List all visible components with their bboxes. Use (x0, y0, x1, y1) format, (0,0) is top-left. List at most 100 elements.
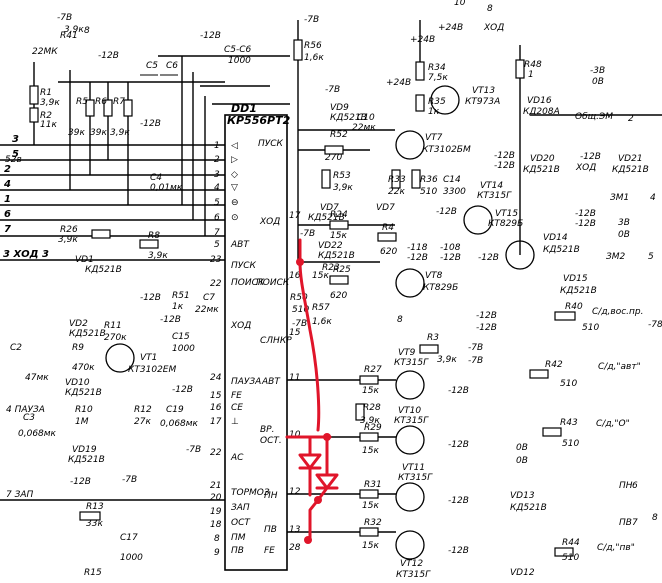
svg-text:22мк: 22мк (352, 123, 376, 133)
svg-text:1к: 1к (428, 107, 440, 117)
svg-text:FE: FE (231, 391, 242, 401)
svg-text:15к: 15к (362, 501, 379, 511)
svg-text:15к: 15к (362, 446, 379, 456)
svg-text:R23: R23 (322, 263, 340, 273)
svg-text:КД521В: КД521В (85, 265, 122, 275)
svg-text:+24В: +24В (410, 35, 435, 45)
svg-text:ПН: ПН (264, 491, 278, 501)
svg-text:7 ЗАП: 7 ЗАП (6, 490, 34, 500)
svg-text:КТ3102ЕМ: КТ3102ЕМ (128, 365, 176, 375)
svg-text:8: 8 (487, 4, 493, 14)
svg-text:8: 8 (214, 534, 220, 544)
svg-text:620: 620 (330, 291, 347, 301)
svg-text:-7В: -7В (468, 356, 483, 366)
svg-text:3,9к: 3,9к (360, 416, 380, 426)
svg-text:5: 5 (12, 149, 19, 160)
svg-text:510: 510 (560, 379, 577, 389)
svg-text:-12В: -12В (98, 51, 119, 61)
svg-text:1: 1 (214, 141, 220, 151)
svg-text:VD22: VD22 (318, 241, 343, 251)
svg-text:R43: R43 (560, 418, 578, 428)
svg-text:2: 2 (4, 164, 11, 175)
svg-text:7: 7 (214, 228, 220, 238)
svg-text:15к: 15к (312, 271, 329, 281)
svg-text:VD12: VD12 (510, 568, 535, 578)
svg-text:-12В: -12В (448, 386, 469, 396)
svg-text:КТ315Г: КТ315Г (394, 416, 429, 426)
svg-text:10: 10 (289, 430, 301, 440)
svg-text:22: 22 (210, 279, 222, 289)
svg-text:С2: С2 (10, 343, 22, 353)
svg-text:VT15: VT15 (495, 209, 518, 219)
svg-text:8: 8 (652, 513, 658, 523)
svg-text:R6: R6 (95, 97, 107, 107)
svg-text:R36: R36 (420, 175, 438, 185)
svg-text:15к: 15к (362, 386, 379, 396)
svg-text:ЗМ1: ЗМ1 (610, 193, 629, 203)
svg-text:1М: 1М (75, 417, 89, 427)
svg-text:КД208А: КД208А (523, 107, 560, 117)
svg-text:15: 15 (210, 391, 222, 401)
svg-text:R1: R1 (40, 88, 52, 98)
svg-text:КД521В: КД521В (330, 113, 367, 123)
svg-text:3В: 3В (618, 218, 630, 228)
svg-text:R11: R11 (104, 321, 122, 331)
svg-text:VD9: VD9 (330, 103, 349, 113)
svg-text:◇: ◇ (231, 170, 238, 180)
svg-text:VT11: VT11 (402, 463, 425, 473)
svg-text:17: 17 (210, 417, 222, 427)
svg-text:-7В: -7В (468, 343, 483, 353)
svg-text:С19: С19 (166, 405, 184, 415)
svg-text:R52: R52 (330, 130, 348, 140)
svg-text:КД521В: КД521В (612, 165, 649, 175)
svg-text:-12В: -12В (575, 219, 596, 229)
svg-text:С14: С14 (443, 175, 461, 185)
svg-text:ПВ: ПВ (231, 546, 244, 556)
svg-text:КД521В: КД521В (523, 165, 560, 175)
left-inputs: 35 24 16 7 3 ХОД 3 (0, 134, 225, 261)
svg-text:▷: ▷ (231, 155, 238, 165)
svg-text:-7В: -7В (300, 229, 315, 239)
svg-text:КТ315Г: КТ315Г (396, 570, 431, 580)
svg-text:1,6к: 1,6к (304, 53, 324, 63)
svg-text:+24В: +24В (438, 23, 463, 33)
svg-text:VD7: VD7 (320, 203, 339, 213)
svg-text:0В: 0В (516, 456, 528, 466)
svg-text:+24В: +24В (386, 78, 411, 88)
svg-text:КД521В: КД521В (308, 213, 345, 223)
svg-text:ПУСК: ПУСК (231, 261, 257, 271)
svg-text:17: 17 (289, 211, 301, 221)
svg-text:КД521В: КД521В (543, 245, 580, 255)
svg-text:4: 4 (650, 193, 656, 203)
svg-text:VD20: VD20 (530, 154, 555, 164)
svg-text:ПУСК: ПУСК (258, 139, 284, 149)
svg-text:270к: 270к (104, 333, 127, 343)
svg-text:470к: 470к (72, 363, 95, 373)
svg-text:R8: R8 (148, 231, 160, 241)
svg-text:R48: R48 (524, 60, 542, 70)
svg-text:11к: 11к (40, 120, 57, 130)
svg-text:VT13: VT13 (472, 86, 495, 96)
svg-text:-12В: -12В (476, 323, 497, 333)
svg-text:▽: ▽ (231, 183, 238, 193)
svg-text:15: 15 (289, 328, 301, 338)
svg-text:VD19: VD19 (72, 445, 97, 455)
svg-text:-12В: -12В (172, 385, 193, 395)
svg-text:ПАУЗА: ПАУЗА (231, 377, 261, 387)
svg-text:КТ315Г: КТ315Г (477, 191, 512, 201)
svg-text:7: 7 (4, 224, 11, 235)
svg-text:С/д,"пв": С/д,"пв" (597, 543, 635, 553)
svg-text:ЗАП: ЗАП (231, 503, 250, 513)
svg-text:2: 2 (628, 114, 634, 124)
svg-text:С/д,"О": С/д,"О" (596, 419, 630, 429)
svg-text:КД521В: КД521В (68, 455, 105, 465)
svg-text:-7В: -7В (325, 85, 340, 95)
svg-text:-78: -78 (648, 320, 662, 330)
svg-text:R4: R4 (382, 223, 394, 233)
svg-text:R25: R25 (333, 265, 351, 275)
svg-text:С3: С3 (23, 413, 35, 423)
